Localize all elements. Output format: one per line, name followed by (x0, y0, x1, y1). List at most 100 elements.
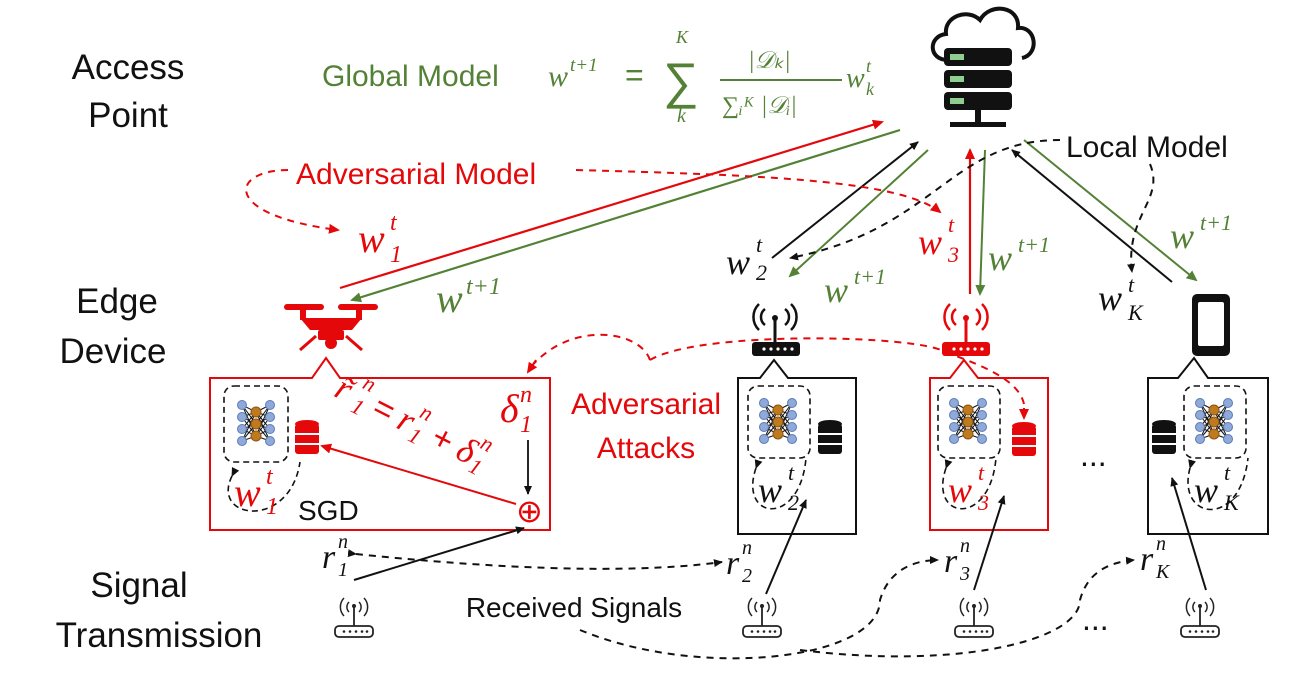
signal-arrow-K (1170, 477, 1207, 591)
received-signals-label: Received Signals (466, 592, 682, 623)
ellipsis-signals: ... (1082, 601, 1109, 637)
label-w-tplus1-drone: w t+1 (436, 274, 501, 321)
drone-icon (284, 304, 378, 352)
router2-uplink-arrow (771, 141, 919, 259)
router3-downlink-arrow (975, 149, 986, 296)
svg-text:K: K (675, 27, 689, 47)
svg-text:t: t (866, 56, 872, 76)
svg-text:t+1: t+1 (854, 264, 886, 289)
label-w2t: w t 2 (726, 232, 767, 285)
svg-text:w: w (846, 63, 865, 94)
svg-text:∑: ∑ (663, 53, 699, 109)
svg-text:n: n (338, 531, 348, 553)
svg-text:k: k (677, 105, 687, 127)
svg-text:∑ᵢᴷ |𝒟ᵢ|: ∑ᵢᴷ |𝒟ᵢ| (722, 93, 797, 119)
adversarial-attacks-label-2: Attacks (597, 432, 695, 465)
device-3-panel: w t 3 (929, 358, 1049, 531)
label-r1n: r n 1 (322, 531, 348, 581)
signal-arrow-1 (353, 526, 525, 581)
adversarial-attacks-label-1: Adversarial (571, 388, 721, 421)
phone-uplink-arrow (1011, 149, 1173, 283)
svg-text:w: w (234, 470, 261, 515)
local-model-curve-right (1127, 163, 1155, 273)
svg-text:r: r (726, 545, 740, 582)
svg-text:1: 1 (347, 393, 368, 420)
svg-text:1: 1 (520, 412, 532, 438)
svg-text:t: t (1128, 272, 1135, 297)
row-label-access: Access (72, 48, 185, 87)
row-label-transmission: Transmission (56, 616, 263, 655)
label-r3n: r n 3 (944, 535, 970, 585)
svg-text:t: t (1224, 460, 1231, 485)
svg-text:w: w (548, 60, 568, 93)
wifi-router-icon-adversarial (942, 303, 990, 356)
adversarial-model-label: Adversarial Model (296, 158, 536, 191)
device-K-panel: w t K (1147, 356, 1269, 535)
svg-text:w: w (948, 470, 972, 510)
svg-text:w: w (1170, 216, 1194, 256)
svg-text:t: t (390, 210, 398, 236)
svg-text:w: w (1194, 470, 1218, 510)
local-model-curve-left (789, 139, 1061, 261)
svg-text:w: w (824, 270, 848, 310)
label-wKt: w t K (1098, 272, 1144, 325)
label-r2n: r n 2 (726, 537, 752, 587)
device-1-panel: w t 1 SGD r̃ n 1 = r n 1 + δ n 1 δ n 1 ⊕ (209, 356, 551, 531)
label-w-tplus1-router3: w t+1 (988, 232, 1050, 278)
svg-text:r: r (1140, 541, 1154, 578)
aggregation-formula: w t+1 = K ∑ k |𝒟ₖ| ∑ᵢᴷ |𝒟ᵢ| w t k (548, 27, 875, 127)
server-cloud-icon (930, 6, 1036, 127)
global-model-label: Global Model (322, 60, 499, 93)
drone-uplink-arrow (339, 119, 884, 290)
signal-arrow-3 (973, 495, 1006, 591)
adversarial-model-curve-left (245, 169, 340, 234)
svg-text:K: K (1223, 490, 1240, 515)
svg-text:r: r (322, 539, 336, 576)
svg-text:n: n (960, 535, 970, 557)
svg-text:1: 1 (390, 242, 402, 268)
received-signals-link-2 (579, 556, 939, 660)
svg-text:r: r (944, 543, 958, 580)
label-w1t: w t 1 (358, 210, 402, 268)
svg-text:3: 3 (947, 242, 959, 267)
svg-text:k: k (866, 79, 875, 99)
received-signals-link-1 (347, 549, 723, 570)
svg-text:t+1: t+1 (1200, 210, 1232, 235)
svg-text:t+1: t+1 (466, 274, 501, 300)
row-label-edge: Edge (76, 282, 158, 321)
svg-text:w: w (436, 276, 463, 321)
adversarial-attacks-curve (529, 333, 1026, 417)
svg-text:w: w (758, 470, 782, 510)
label-w3t: w t 3 (918, 212, 959, 267)
label-w-tplus1-phone: w t+1 (1170, 210, 1232, 256)
svg-text:3: 3 (959, 563, 970, 585)
received-signals-link-3 (799, 556, 1135, 658)
svg-text:=: = (625, 57, 644, 93)
svg-text:1: 1 (266, 494, 278, 520)
antenna-icon-K (1180, 597, 1220, 638)
svg-text:2: 2 (756, 260, 767, 285)
adversarial-model-curve-right (575, 169, 942, 214)
svg-text:n: n (520, 382, 532, 408)
ellipsis-devices: ... (1080, 437, 1107, 473)
oplus-symbol: ⊕ (516, 493, 543, 529)
phone-downlink-arrow (1023, 139, 1198, 282)
label-rKn: r n K (1140, 533, 1171, 583)
antenna-icon-3 (954, 597, 994, 638)
svg-text:n: n (359, 370, 380, 397)
svg-text:t: t (948, 212, 955, 237)
svg-text:t: t (266, 464, 274, 490)
router2-downlink-arrow (788, 149, 929, 278)
svg-text:w: w (988, 238, 1012, 278)
svg-text:1: 1 (338, 559, 348, 581)
wifi-router-icon (752, 303, 800, 356)
row-label-signal: Signal (90, 566, 187, 605)
svg-text:t: t (978, 460, 985, 485)
svg-text:3: 3 (977, 490, 989, 515)
svg-text:t+1: t+1 (1018, 232, 1050, 257)
svg-text:n: n (742, 537, 752, 559)
antenna-icon-1 (334, 597, 374, 638)
svg-text:w: w (358, 216, 385, 261)
svg-text:2: 2 (788, 490, 799, 515)
